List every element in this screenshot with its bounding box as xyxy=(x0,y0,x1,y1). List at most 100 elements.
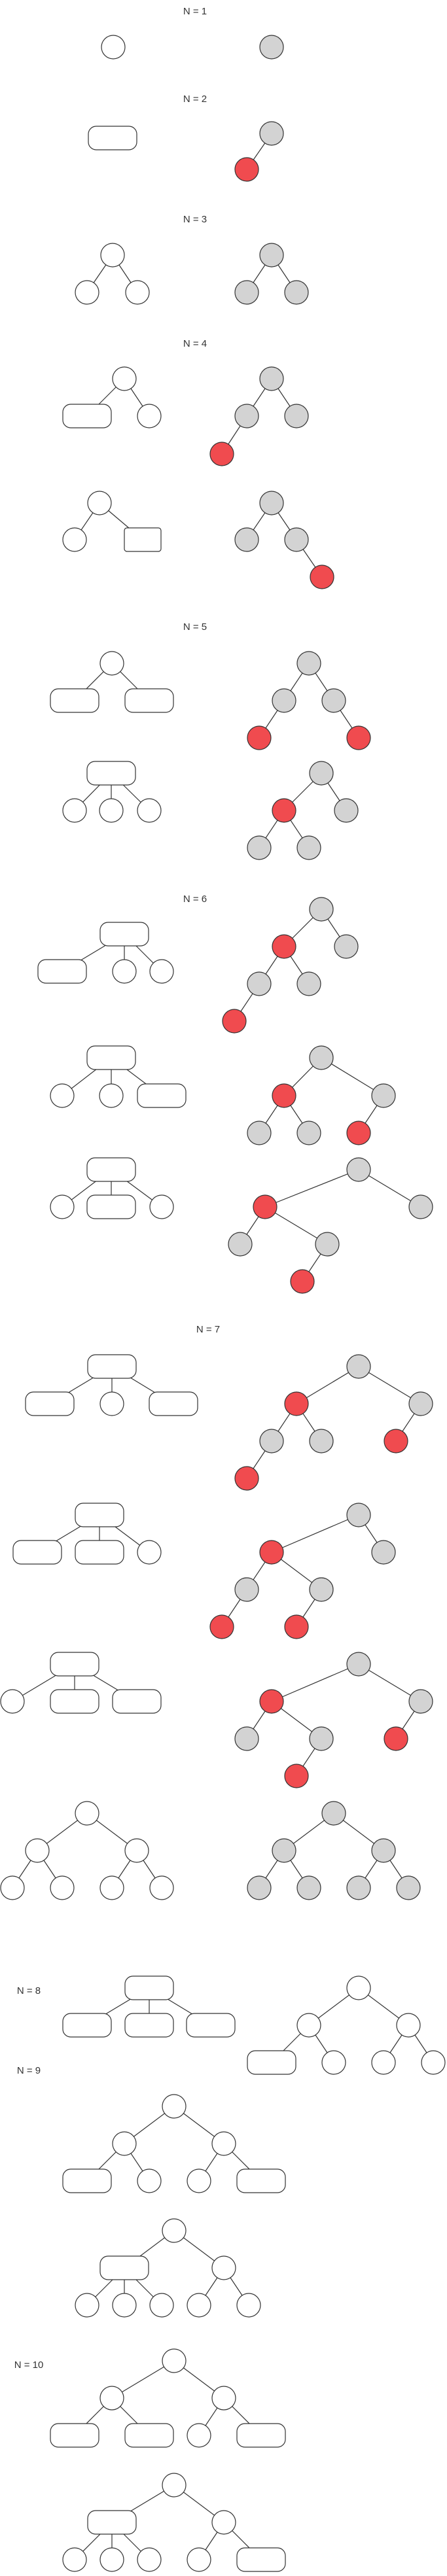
label-n7: N = 7 xyxy=(196,1324,220,1335)
multi-key-node xyxy=(137,1083,187,1108)
label-n1: N = 1 xyxy=(183,6,207,17)
red-node xyxy=(284,1764,309,1788)
tree-node xyxy=(162,2348,187,2373)
tree-node xyxy=(100,243,125,268)
multi-key-node xyxy=(236,2547,286,2572)
black-node xyxy=(234,280,259,305)
multi-key-node xyxy=(86,1045,136,1070)
tree-node xyxy=(99,1875,124,1900)
tree-node xyxy=(162,2473,187,2498)
tree-node xyxy=(187,2293,211,2318)
multi-key-node xyxy=(124,2423,174,2448)
black-node xyxy=(259,35,284,60)
tree-node xyxy=(137,1540,162,1565)
tree-node xyxy=(0,1875,25,1900)
tree-node xyxy=(112,2293,137,2318)
black-node xyxy=(234,404,259,428)
black-node xyxy=(315,1232,340,1257)
black-node xyxy=(272,688,296,713)
multi-key-node xyxy=(75,1540,124,1565)
multi-key-node xyxy=(62,404,112,428)
red-node xyxy=(290,1269,315,1294)
tree-node xyxy=(371,2050,396,2075)
multi-key-node xyxy=(112,1689,162,1714)
tree-node xyxy=(62,2547,87,2572)
black-node xyxy=(371,1083,396,1108)
red-node xyxy=(272,934,296,959)
black-node xyxy=(309,1577,334,1602)
red-node xyxy=(247,725,272,750)
tree-node xyxy=(149,1875,174,1900)
multi-key-node xyxy=(124,688,174,713)
multi-key-node xyxy=(99,2255,149,2280)
black-node xyxy=(371,1838,396,1863)
multi-key-node xyxy=(50,1689,99,1714)
black-node xyxy=(334,798,359,823)
multi-key-node xyxy=(88,126,137,150)
tree-node xyxy=(137,2168,162,2193)
multi-key-node xyxy=(124,1976,174,2000)
multi-key-node xyxy=(149,1391,198,1416)
tree-node xyxy=(124,1838,149,1863)
multi-key-node xyxy=(86,1194,136,1219)
black-node xyxy=(247,1875,272,1900)
black-node xyxy=(247,835,272,860)
black-node xyxy=(296,835,321,860)
tree-node xyxy=(211,2255,236,2280)
label-n5: N = 5 xyxy=(183,621,207,633)
tree-edge xyxy=(271,1663,359,1702)
label-n10: N = 10 xyxy=(14,2359,44,2371)
black-node xyxy=(234,1577,259,1602)
tree-node xyxy=(99,2547,124,2572)
red-node xyxy=(310,565,334,589)
multi-key-node xyxy=(124,527,162,552)
tree-node xyxy=(75,1801,99,1826)
tree-node xyxy=(137,798,162,823)
tree-node xyxy=(149,959,174,984)
tree-node xyxy=(396,2013,421,2038)
black-node xyxy=(296,1121,321,1145)
multi-key-node xyxy=(37,959,87,984)
tree-node xyxy=(62,798,87,823)
black-node xyxy=(284,527,309,552)
tree-node xyxy=(99,1083,124,1108)
red-node xyxy=(272,1083,296,1108)
black-node xyxy=(296,971,321,996)
tree-node xyxy=(101,35,126,60)
black-node xyxy=(346,1652,371,1677)
tree-node xyxy=(99,798,124,823)
tree-node xyxy=(211,2510,236,2535)
tree-node xyxy=(149,1194,174,1219)
black-node xyxy=(309,1726,334,1751)
black-node xyxy=(234,527,259,552)
multi-key-node xyxy=(236,2168,286,2193)
black-node xyxy=(309,1429,334,1453)
black-node xyxy=(408,1194,433,1219)
black-node xyxy=(228,1232,253,1257)
black-node xyxy=(408,1689,433,1714)
tree-node xyxy=(149,2293,174,2318)
tree-node xyxy=(50,1875,75,1900)
black-node xyxy=(296,651,321,676)
black-node xyxy=(408,1391,433,1416)
black-node xyxy=(247,971,272,996)
tree-node xyxy=(211,2386,236,2411)
red-node xyxy=(384,1726,408,1751)
red-node xyxy=(234,1466,259,1491)
black-node xyxy=(247,1121,272,1145)
black-node xyxy=(346,1157,371,1182)
tree-edge xyxy=(264,1169,359,1208)
black-node xyxy=(234,1726,259,1751)
multi-key-node xyxy=(186,2013,236,2038)
black-node xyxy=(396,1875,421,1900)
tree-node xyxy=(25,1838,50,1863)
multi-key-node xyxy=(236,2423,286,2448)
tree-node xyxy=(62,527,87,552)
black-node xyxy=(321,688,346,713)
tree-node xyxy=(137,2547,162,2572)
tree-node xyxy=(137,404,162,428)
label-n8: N = 8 xyxy=(17,1985,41,1996)
black-node xyxy=(309,1045,334,1070)
black-node xyxy=(309,761,334,786)
black-node xyxy=(272,1838,296,1863)
